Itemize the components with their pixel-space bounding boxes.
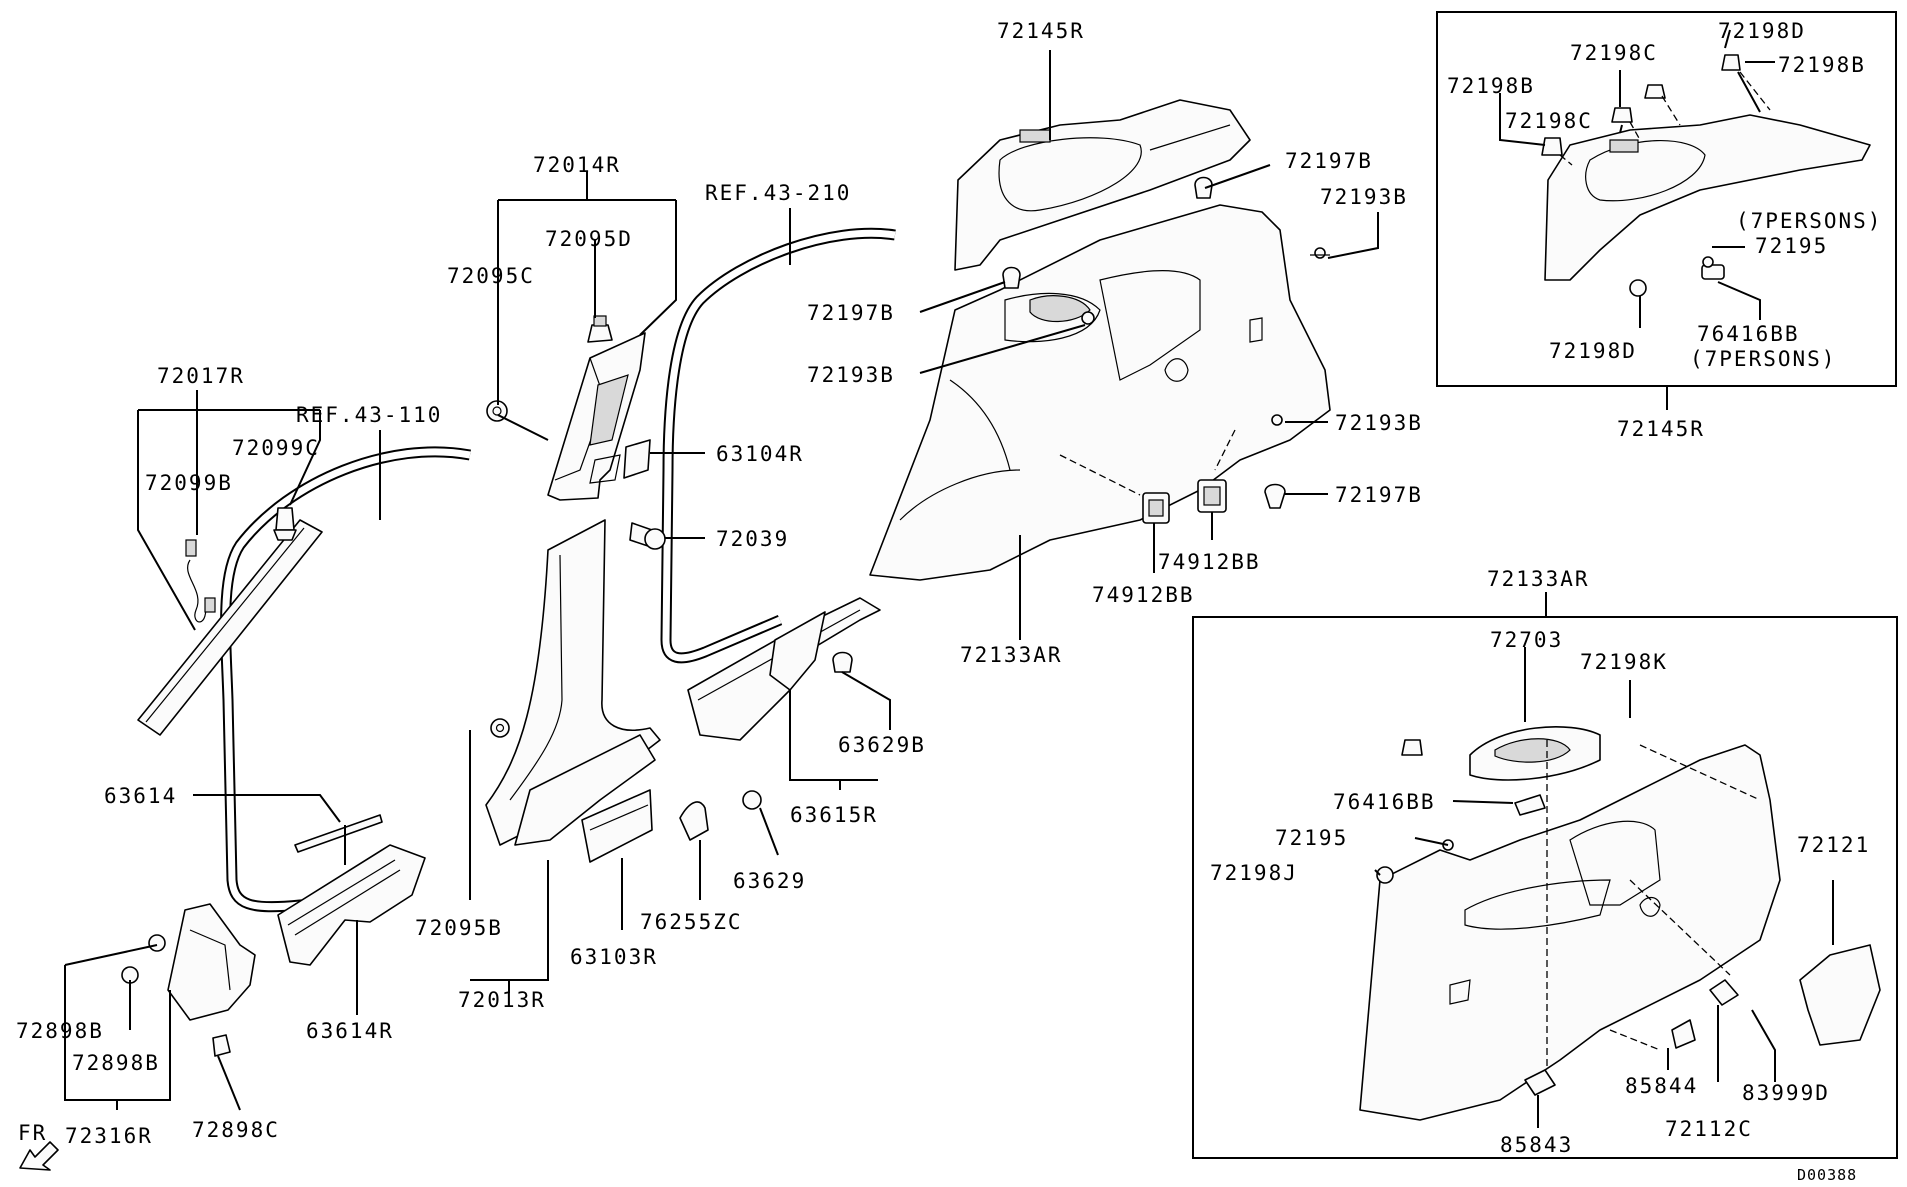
b-pillar-lower-trim bbox=[485, 519, 661, 846]
kick-trim-72316R bbox=[121, 903, 256, 1057]
label-72898C: 72898C bbox=[192, 1118, 280, 1142]
leader-lines bbox=[64, 29, 1834, 1128]
grommet-74912BB-a bbox=[1142, 492, 1170, 524]
label-ref-43-110: REF.43-110 bbox=[296, 403, 442, 427]
label-63614R: 63614R bbox=[306, 1019, 394, 1043]
label-63629: 63629 bbox=[733, 869, 806, 893]
clip-72197B-upper bbox=[1194, 176, 1213, 199]
quarter-trim-upper-detail bbox=[1541, 54, 1871, 297]
trim-63103R bbox=[581, 789, 653, 863]
label-63615R: 63615R bbox=[790, 803, 878, 827]
clip-72197B-mid bbox=[1002, 266, 1021, 289]
label-72095B: 72095B bbox=[415, 916, 503, 940]
quarter-trim-lower-detail bbox=[1359, 726, 1881, 1121]
screw-72193B-lower bbox=[1271, 414, 1283, 426]
label-72197B-b: 72197B bbox=[807, 301, 895, 325]
label-63614: 63614 bbox=[104, 784, 177, 808]
front-arrow-icon bbox=[19, 1141, 59, 1171]
label-74912BB-b: 74912BB bbox=[1092, 583, 1195, 607]
label-72099B: 72099B bbox=[145, 471, 233, 495]
clip-72095D bbox=[587, 315, 613, 343]
label-72133AR-main: 72133AR bbox=[960, 643, 1063, 667]
label-72198D-a: 72198D bbox=[1718, 19, 1806, 43]
label-72197B-a: 72197B bbox=[1285, 149, 1373, 173]
label-72195-b: 72195 bbox=[1275, 826, 1348, 850]
label-D00388: D00388 bbox=[1797, 1166, 1857, 1184]
label-72039: 72039 bbox=[716, 527, 789, 551]
grommet-74912BB-b bbox=[1197, 479, 1227, 513]
label-83999D: 83999D bbox=[1742, 1081, 1830, 1105]
label-72145R-top: 72145R bbox=[997, 19, 1085, 43]
label-7persons-a: (7PERSONS) bbox=[1736, 209, 1882, 233]
screw-72193B-mid bbox=[1081, 311, 1095, 325]
part-63104R bbox=[623, 439, 651, 479]
b-pillar-upper-trim bbox=[547, 332, 646, 501]
label-72898B-b: 72898B bbox=[72, 1051, 160, 1075]
cover-76255ZC bbox=[679, 801, 709, 841]
label-63104R: 63104R bbox=[716, 442, 804, 466]
label-72198J: 72198J bbox=[1210, 861, 1298, 885]
label-72133AR-box: 72133AR bbox=[1487, 567, 1590, 591]
label-76416BB-b: 76416BB bbox=[1333, 790, 1436, 814]
bolt-72039 bbox=[629, 522, 666, 550]
clip-63629B bbox=[832, 651, 853, 673]
quarter-trim-lower bbox=[869, 204, 1331, 581]
label-72095D: 72095D bbox=[545, 227, 633, 251]
label-76416BB-a: 76416BB bbox=[1697, 322, 1800, 346]
screw-72193B-upper bbox=[1310, 247, 1330, 259]
label-72193B-a: 72193B bbox=[1320, 185, 1408, 209]
clip-72095B bbox=[490, 718, 510, 738]
label-72198C-b: 72198C bbox=[1505, 109, 1593, 133]
label-72703: 72703 bbox=[1490, 628, 1563, 652]
label-72014R: 72014R bbox=[533, 153, 621, 177]
label-FR: FR bbox=[18, 1121, 47, 1145]
strip-63614 bbox=[294, 814, 383, 853]
a-pillar-trim bbox=[137, 519, 323, 736]
label-72112C: 72112C bbox=[1665, 1117, 1753, 1141]
label-72316R: 72316R bbox=[65, 1124, 153, 1148]
label-72193B-b: 72193B bbox=[807, 363, 895, 387]
label-7persons-b: (7PERSONS) bbox=[1690, 347, 1836, 371]
label-72198C-a: 72198C bbox=[1570, 41, 1658, 65]
label-72193B-c: 72193B bbox=[1335, 411, 1423, 435]
door-seal-rear bbox=[660, 227, 896, 664]
clip-72099C bbox=[273, 507, 297, 541]
clip-63629 bbox=[742, 790, 762, 810]
label-72095C: 72095C bbox=[447, 264, 535, 288]
label-72198D-b: 72198D bbox=[1549, 339, 1637, 363]
label-74912BB-a: 74912BB bbox=[1158, 550, 1261, 574]
label-85844: 85844 bbox=[1625, 1074, 1698, 1098]
label-72197B-c: 72197B bbox=[1335, 483, 1423, 507]
rear-scuff-63615R bbox=[687, 597, 881, 741]
label-72099C: 72099C bbox=[232, 436, 320, 460]
label-63629B: 63629B bbox=[838, 733, 926, 757]
label-72013R: 72013R bbox=[458, 988, 546, 1012]
label-72198B-a: 72198B bbox=[1447, 74, 1535, 98]
door-seal-front bbox=[220, 446, 472, 913]
label-72198K: 72198K bbox=[1580, 650, 1668, 674]
scuff-63614R bbox=[277, 844, 426, 966]
label-ref-43-210: REF.43-210 bbox=[705, 181, 851, 205]
label-76255ZC: 76255ZC bbox=[640, 910, 743, 934]
clip-72197B-lower bbox=[1264, 483, 1286, 509]
label-72898B-a: 72898B bbox=[16, 1019, 104, 1043]
label-63103R: 63103R bbox=[570, 945, 658, 969]
label-72017R: 72017R bbox=[157, 364, 245, 388]
label-72198B-b: 72198B bbox=[1778, 53, 1866, 77]
quarter-trim-upper bbox=[954, 99, 1251, 271]
label-72145R-box: 72145R bbox=[1617, 417, 1705, 441]
label-72121: 72121 bbox=[1797, 833, 1870, 857]
label-85843: 85843 bbox=[1500, 1133, 1573, 1157]
label-72195-a: 72195 bbox=[1755, 234, 1828, 258]
